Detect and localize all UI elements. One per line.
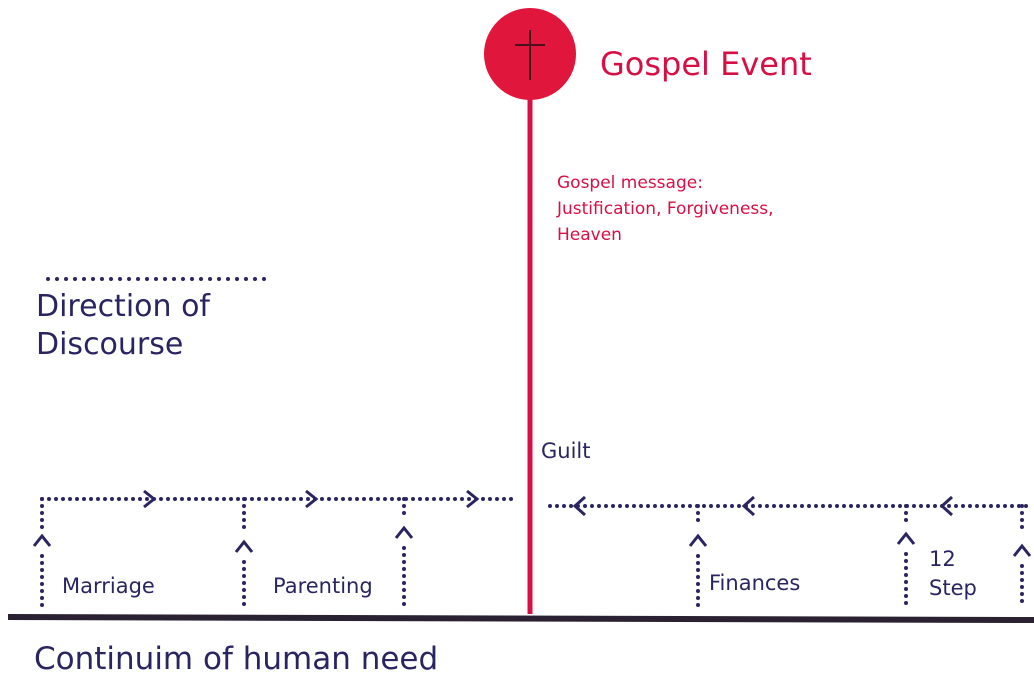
need-label-marriage: Marriage (62, 574, 155, 598)
need-label-parenting: Parenting (273, 574, 373, 598)
arrow-right-icon (466, 489, 480, 509)
need-connector (394, 497, 414, 610)
arrow-left-icon (572, 495, 587, 517)
arrow-right-icon (305, 489, 319, 509)
guilt-label: Guilt (541, 439, 591, 463)
need-label-finances: Finances (709, 571, 800, 595)
need-connector (234, 497, 254, 610)
need-connector (32, 497, 52, 610)
arrow-up-icon (394, 525, 414, 539)
arrow-up-icon (234, 539, 254, 553)
arrow-up-icon (32, 533, 52, 547)
arrow-right-icon (143, 489, 157, 509)
legend-label-line-2: Discourse (36, 327, 183, 362)
legend-label-line-1: Direction of (36, 289, 211, 324)
need-connector (896, 504, 916, 610)
arrow-left-icon (939, 495, 954, 517)
gospel-message-line-1: Gospel message: (557, 173, 703, 193)
continuum-label: Continuim of human need (34, 641, 438, 677)
gospel-message-line-2: Justification, Forgiveness, (556, 199, 774, 219)
gospel-message-line-3: Heaven (557, 225, 622, 245)
arrow-up-icon (688, 533, 708, 547)
cross-icon (515, 30, 545, 80)
arrow-up-icon (1012, 543, 1032, 557)
arrow-up-icon (896, 531, 916, 545)
gospel-event-title: Gospel Event (600, 45, 812, 83)
arrow-left-icon (741, 495, 756, 517)
need-connector (1012, 504, 1032, 610)
need-label-12-step-line-1: 12 (929, 547, 956, 571)
need-label-12-step-line-2: Step (929, 576, 977, 600)
continuum-baseline (7, 614, 1034, 623)
need-connector (688, 504, 708, 610)
